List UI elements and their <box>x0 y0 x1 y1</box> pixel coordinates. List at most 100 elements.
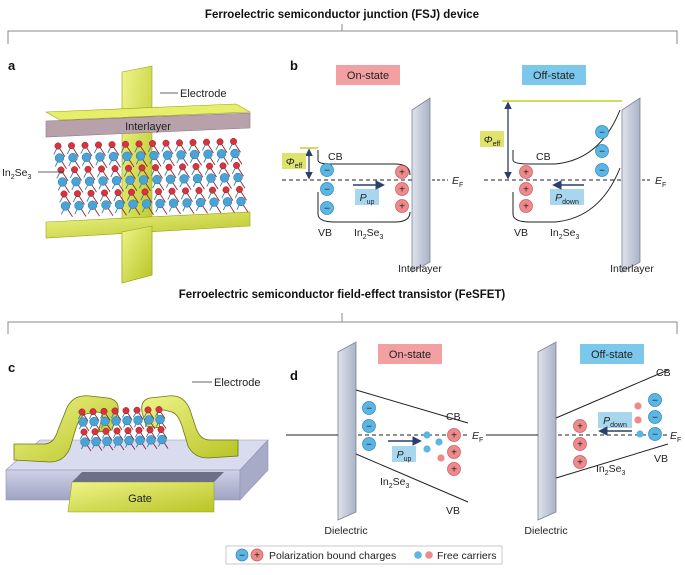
selenium-atom <box>108 141 116 149</box>
vb-label-off: VB <box>514 227 528 239</box>
hole-carrier <box>437 454 445 462</box>
cb-line-off-d <box>555 369 669 419</box>
indium-atom <box>144 415 154 425</box>
indium-atom <box>155 414 165 425</box>
ef-label-on: EF <box>452 175 463 189</box>
in2se3-label-a: In2Se3 <box>2 167 32 181</box>
selenium-atom <box>133 406 141 414</box>
p-badge-on <box>355 189 379 205</box>
indium-atom <box>74 201 84 211</box>
indium-atom <box>138 175 149 185</box>
selenium-atom <box>87 189 95 197</box>
svg-text:−: − <box>239 550 245 561</box>
svg-text:−: − <box>324 184 330 195</box>
svg-text:−: − <box>324 165 330 176</box>
indium-atom <box>233 172 243 183</box>
electrode-vertical-bar-front <box>121 225 153 284</box>
indium-atom <box>149 150 159 161</box>
indium-atom <box>113 436 123 446</box>
positive-charge: + <box>573 437 587 451</box>
legend-electron <box>414 551 422 559</box>
indium-atom <box>101 200 111 210</box>
selenium-atom <box>54 142 62 150</box>
vb-label-on: VB <box>318 227 332 239</box>
electrode-label-a: Electrode <box>180 88 226 100</box>
indium-atom <box>165 174 176 184</box>
legend-bound-label: Polarization bound charges <box>269 550 396 562</box>
vb-line-off-d <box>555 443 669 479</box>
indium-atom <box>135 151 146 161</box>
panel-label-a: a <box>8 58 16 73</box>
indium-atom <box>124 435 134 446</box>
interlayer-wall-off <box>621 97 641 273</box>
indium-atom <box>111 416 121 426</box>
positive-charge: + <box>395 165 409 179</box>
indium-atom <box>168 198 179 208</box>
vb-label-off-d: VB <box>654 453 668 465</box>
svg-text:−: − <box>324 203 330 214</box>
selenium-atom <box>222 186 230 194</box>
selenium-atom <box>124 427 132 435</box>
interlayer-slab <box>45 112 251 138</box>
svg-text:+: + <box>523 167 529 178</box>
indium-atom <box>122 415 132 426</box>
negative-charge: − <box>595 125 609 139</box>
indium-atom <box>230 148 240 159</box>
phi-badge-off <box>480 131 504 147</box>
selenium-atom <box>146 426 154 434</box>
fsj-bracket <box>7 24 678 44</box>
panel-c-device: Gate Electrode <box>5 377 269 513</box>
selenium-atom <box>135 426 143 434</box>
selenium-atom <box>206 162 213 170</box>
svg-text:+: + <box>523 201 529 212</box>
svg-text:−: − <box>652 412 658 423</box>
svg-text:−: − <box>366 403 372 414</box>
selenium-atom <box>102 427 110 435</box>
dielectric-label-on: Dielectric <box>324 525 367 537</box>
hole-carrier <box>634 416 642 424</box>
fesfet-title: Ferroelectric semiconductor field-effect… <box>179 289 506 301</box>
selenium-atom <box>135 140 143 148</box>
negative-charge: − <box>320 182 334 196</box>
selenium-atom <box>100 407 108 415</box>
svg-text:+: + <box>451 430 457 441</box>
off-state-badge-d <box>580 344 644 364</box>
vb-curve-on <box>317 192 411 223</box>
selenium-atom <box>219 162 227 170</box>
selenium-atom <box>149 140 156 148</box>
negative-charge: − <box>595 144 609 158</box>
phi-badge-on <box>282 153 306 169</box>
indium-atom <box>206 173 216 183</box>
svg-text:−: − <box>652 395 658 406</box>
svg-text:+: + <box>399 201 405 212</box>
svg-text:+: + <box>577 421 583 432</box>
svg-text:−: − <box>599 146 605 157</box>
selenium-atom <box>152 164 159 172</box>
legend: −+ Polarization bound charges Free carri… <box>225 545 503 565</box>
selenium-atom <box>91 428 99 436</box>
indium-atom <box>71 177 81 187</box>
indium-atom <box>87 200 98 210</box>
selenium-atom <box>230 138 237 145</box>
vb-curve-off <box>512 167 621 223</box>
legend-positive-charge: + <box>250 548 264 561</box>
interlayer-label-off: Interlayer <box>610 263 654 275</box>
selenium-atom <box>125 164 132 172</box>
off-state-label-b: Off-state <box>533 70 575 82</box>
positive-charge: + <box>573 419 587 433</box>
off-state-badge <box>522 65 586 85</box>
selenium-atom <box>89 408 97 416</box>
positive-charge: + <box>447 462 461 476</box>
negative-charge: − <box>362 437 376 451</box>
p-badge-on-d <box>392 446 416 462</box>
panel-a-device: Interlayer Electrode In2Se3 <box>2 65 252 284</box>
panel-label-c: c <box>8 360 15 375</box>
selenium-atom <box>68 142 75 150</box>
selenium-atom <box>141 188 149 196</box>
svg-text:+: + <box>577 439 583 450</box>
charge-markers: −−−++++++−−−−−−++++++−−− <box>320 125 662 476</box>
indium-atom <box>155 198 165 209</box>
svg-text:+: + <box>451 447 457 458</box>
selenium-atom <box>128 188 135 196</box>
